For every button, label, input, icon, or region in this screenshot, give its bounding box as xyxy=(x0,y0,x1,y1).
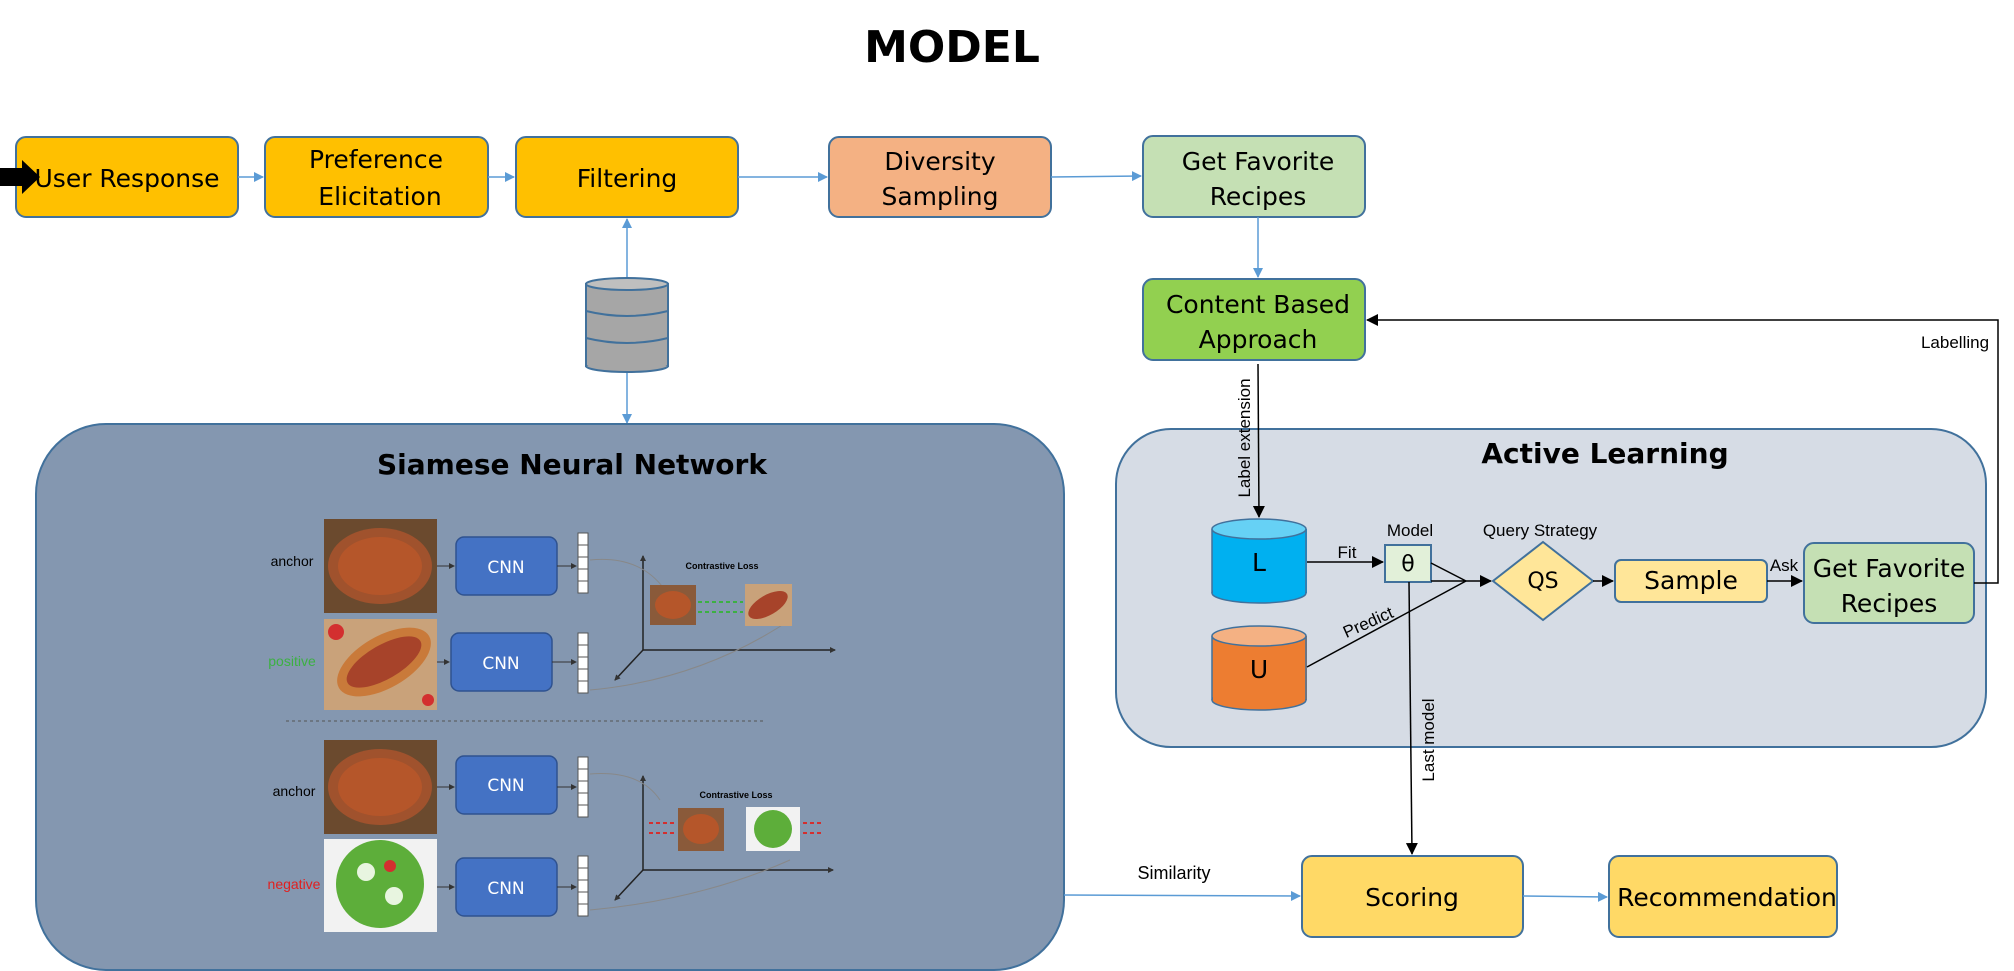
embedding-vector-2 xyxy=(577,632,589,694)
diversity-sampling-node: Diversity Sampling xyxy=(828,136,1052,218)
get-favorite-top-line1: Get Favorite xyxy=(1182,147,1334,176)
get-favorite-active-line2: Recipes xyxy=(1841,589,1938,618)
recommendation-node: Recommendation xyxy=(1608,855,1838,938)
positive-label: positive xyxy=(268,653,316,669)
embedding-vector-1 xyxy=(577,532,589,594)
scoring-label: Scoring xyxy=(1365,883,1459,912)
get-favorite-active-node: Get Favorite Recipes xyxy=(1803,542,1975,624)
positive-image xyxy=(324,619,437,710)
label-extension-label: Label extension xyxy=(1235,378,1254,497)
anchor-image-2 xyxy=(324,740,437,834)
siamese-flow-arrows xyxy=(437,563,577,890)
diversity-sampling-line1: Diversity xyxy=(884,147,995,176)
contrastive-plot-negative xyxy=(589,773,834,911)
filtering-label: Filtering xyxy=(577,164,678,193)
fit-label: Fit xyxy=(1338,543,1357,562)
model-caption: Model xyxy=(1387,521,1433,540)
ask-label: Ask xyxy=(1770,556,1799,575)
content-based-line1: Content Based xyxy=(1166,290,1350,319)
get-favorite-top-line2: Recipes xyxy=(1210,182,1307,211)
contrastive-loss-label-2: Contrastive Loss xyxy=(699,790,772,800)
preference-elicitation-line1: Preference xyxy=(309,145,443,174)
filtering-node: Filtering xyxy=(515,136,739,218)
last-model-label: Last model xyxy=(1419,698,1438,781)
labelling-label: Labelling xyxy=(1921,333,1989,352)
get-favorite-top-node: Get Favorite Recipes xyxy=(1142,135,1366,218)
query-strategy-caption: Query Strategy xyxy=(1483,521,1598,540)
user-response-node: User Response xyxy=(15,136,239,218)
sample-label: Sample xyxy=(1644,566,1738,595)
preference-elicitation-node: Preference Elicitation xyxy=(264,136,489,218)
similarity-arrow xyxy=(1063,890,1301,901)
cnn-box-3: CNN xyxy=(455,755,558,815)
plot2-images xyxy=(649,807,824,851)
negative-label: negative xyxy=(268,876,321,892)
siamese-title: Siamese Neural Network xyxy=(377,448,768,481)
model-theta-node: θ xyxy=(1384,544,1432,583)
theta-label: θ xyxy=(1401,552,1414,577)
input-arrow xyxy=(0,160,40,194)
content-based-line2: Approach xyxy=(1199,325,1318,354)
siamese-panel: Siamese Neural Network anchor positive a… xyxy=(35,423,1065,971)
anchor-label-2: anchor xyxy=(273,783,316,799)
user-response-label: User Response xyxy=(35,164,220,193)
svg-text:CNN: CNN xyxy=(482,654,519,674)
U-label: U xyxy=(1250,655,1268,684)
scoring-node: Scoring xyxy=(1301,855,1524,938)
anchor-label-1: anchor xyxy=(271,553,314,569)
label-extension-arrow xyxy=(1252,363,1265,518)
cnn-box-4: CNN xyxy=(455,857,558,917)
labelling-loop xyxy=(1366,314,1999,584)
get-favorite-active-line1: Get Favorite xyxy=(1813,554,1965,583)
pipeline-arrows xyxy=(238,171,1263,424)
diversity-sampling-line2: Sampling xyxy=(881,182,998,211)
last-model-arrow xyxy=(1405,581,1418,855)
similarity-label: Similarity xyxy=(1137,863,1210,883)
cnn-box-1: CNN xyxy=(455,536,558,596)
active-learning-panel: Active Learning L U θ Model xyxy=(1115,428,1987,748)
embedding-vector-4 xyxy=(577,855,589,917)
embedding-vector-3 xyxy=(577,756,589,818)
preference-elicitation-line2: Elicitation xyxy=(318,182,441,211)
L-label: L xyxy=(1252,548,1266,577)
svg-text:CNN: CNN xyxy=(487,776,524,796)
diagram-title: MODEL xyxy=(864,22,1040,73)
unlabeled-data-U: U xyxy=(1211,625,1307,711)
anchor-image-1 xyxy=(324,519,437,613)
active-learning-title: Active Learning xyxy=(1481,437,1728,470)
qs-label: QS xyxy=(1527,569,1558,594)
content-based-node: Content Based Approach xyxy=(1142,278,1366,361)
svg-text:CNN: CNN xyxy=(487,558,524,578)
active-learning-arrows xyxy=(1306,556,1803,668)
query-strategy-node: QS xyxy=(1491,540,1595,622)
labeled-data-L: L xyxy=(1211,518,1307,604)
contrastive-loss-label-1: Contrastive Loss xyxy=(685,561,758,571)
cnn-box-2: CNN xyxy=(450,632,553,692)
scoring-to-recommendation-arrow xyxy=(1522,891,1608,902)
sample-node: Sample xyxy=(1614,559,1768,603)
svg-text:CNN: CNN xyxy=(487,879,524,899)
contrastive-plot-positive xyxy=(589,555,836,691)
negative-image xyxy=(324,839,437,932)
database-icon xyxy=(585,277,669,373)
recommendation-label: Recommendation xyxy=(1617,883,1837,912)
plot1-images xyxy=(650,584,792,626)
